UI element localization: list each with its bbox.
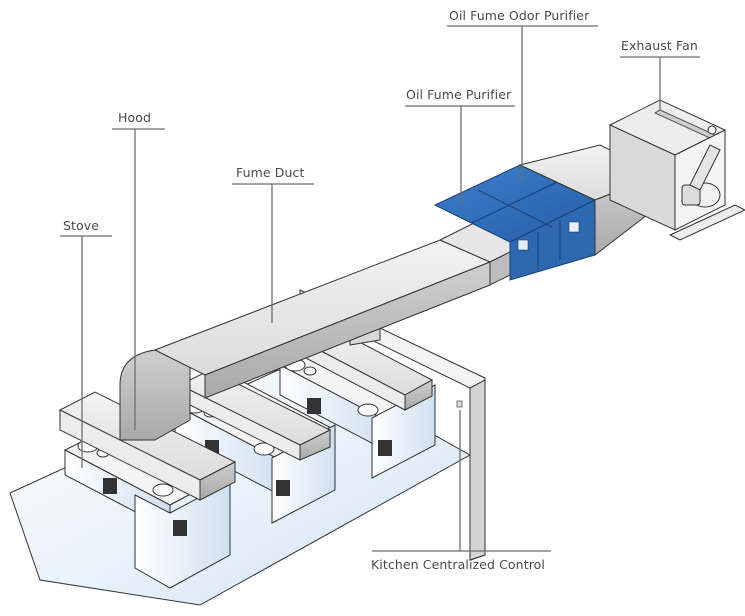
fume-duct [153,209,552,399]
exhaust-fan [608,99,745,241]
label-oil-fume-purifier: Oil Fume Purifier [406,87,512,102]
label-exhaust-fan: Exhaust Fan [621,38,698,53]
control-panel-icon [456,400,463,408]
label-stove: Stove [63,218,100,233]
label-oil-fume-odor-purifier: Oil Fume Odor Purifier [449,8,590,23]
label-fume-duct: Fume Duct [236,165,305,180]
label-kitchen-centralized-control: Kitchen Centralized Control [371,557,545,572]
label-hood: Hood [118,110,152,125]
leader-lines [60,25,700,552]
